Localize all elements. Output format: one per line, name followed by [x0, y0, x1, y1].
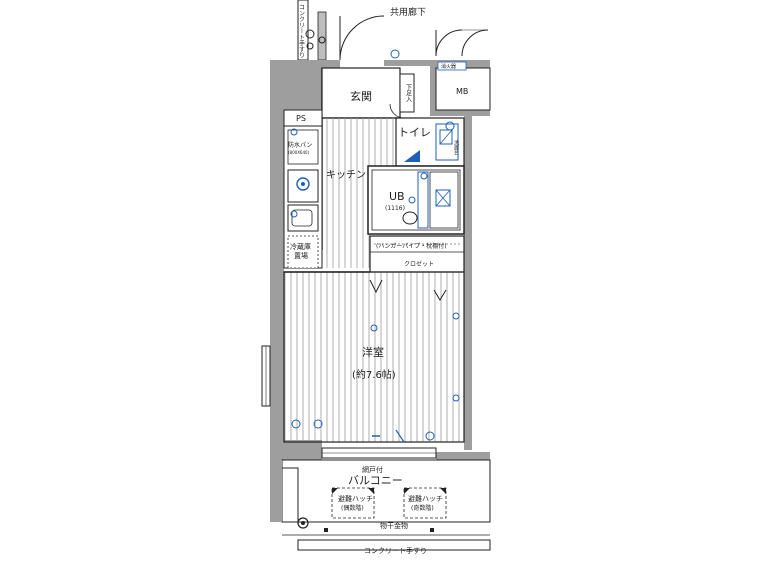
label-hatch2-b: (奇数階): [411, 504, 434, 512]
label-youshitsu: 洋室: [362, 345, 384, 359]
corridor-area: [317, 11, 489, 62]
western-room: [283, 271, 465, 443]
label-balcony: バルコニー: [348, 474, 403, 487]
label-shoukaki: 消火器: [441, 63, 456, 70]
label-hanger: (ハンガーパイプ・枕棚付): [376, 242, 447, 250]
balcony: [270, 459, 491, 551]
label-mb: MB: [456, 87, 468, 96]
left-window: [261, 345, 271, 407]
genkan-area: [321, 67, 415, 119]
label-rail-bottom: コンクリート手すり: [364, 546, 427, 555]
label-bouban-size: (800X640): [288, 150, 310, 155]
label-geta: 下足入: [405, 84, 412, 102]
label-area: (約7.6帖): [352, 368, 396, 381]
label-amido: 網戸付: [362, 465, 383, 474]
label-toilet: トイレ: [398, 126, 431, 139]
kitchen-floor: [322, 118, 396, 268]
unit-bath: [367, 165, 465, 235]
label-ub-size: (1116): [385, 205, 405, 212]
label-kitchen: キッチン: [326, 169, 366, 181]
toilet-room: [395, 117, 465, 167]
label-monohoshi: 物干金物: [380, 521, 408, 530]
label-senmen: 洗面台: [453, 139, 459, 156]
label-genkan: 玄関: [350, 89, 372, 103]
label-bouban: 防水パン: [288, 141, 312, 149]
label-corridor: 共用廊下: [390, 6, 426, 18]
label-closet: クロゼット: [404, 260, 434, 268]
label-hatch2-a: 避難ハッチ: [408, 494, 443, 503]
closet: [369, 235, 465, 273]
balcony-door: [321, 447, 437, 459]
label-rail-top: コンクリート手すり: [298, 4, 305, 58]
label-hatch1-b: (偶数階): [341, 504, 364, 512]
equipment-column: [283, 125, 323, 269]
label-reizouko-2: 置場: [294, 251, 308, 260]
label-ps: PS: [296, 114, 306, 123]
mb-closet: [435, 61, 491, 111]
label-hatch1-a: 避難ハッチ: [338, 494, 373, 503]
label-reizouko: 冷蔵庫: [290, 242, 311, 251]
label-ub: UB: [389, 190, 405, 203]
